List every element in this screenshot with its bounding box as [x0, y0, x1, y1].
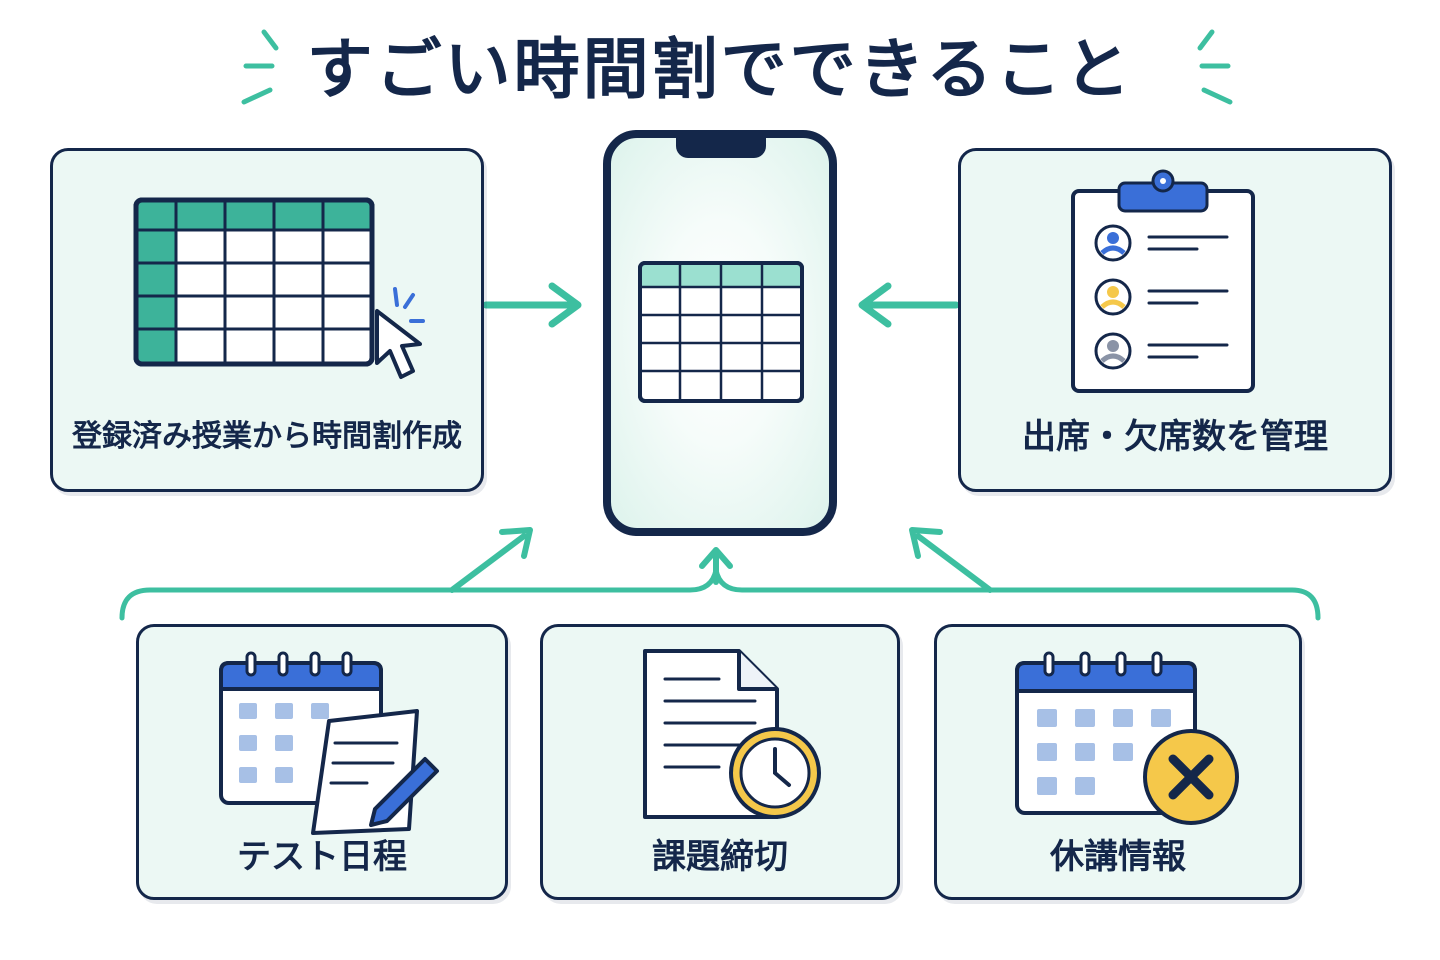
phone-timetable-grid [638, 261, 804, 403]
feature-card-timetable: 登録済み授業から時間割作成 [50, 148, 484, 492]
feature-card-assignments: 課題締切 [540, 624, 900, 900]
feature-card-tests: テスト日程 [136, 624, 508, 900]
feature-label-assignments: 課題締切 [652, 837, 788, 877]
arrow-bottom-right-to-phone [915, 533, 993, 593]
smartphone-icon [603, 130, 837, 536]
feature-label-tests: テスト日程 [237, 837, 407, 877]
spark-right-icon [1197, 29, 1233, 105]
feature-label-timetable: 登録済み授業から時間割作成 [72, 419, 462, 454]
phone-notch [676, 136, 766, 158]
feature-card-cancellations: 休講情報 [934, 624, 1302, 900]
arrow-bottom-left-to-phone [449, 533, 527, 593]
clipboard-attendance-icon [1071, 169, 1255, 393]
document-clock-icon [643, 649, 821, 819]
cursor-click-icon [375, 287, 425, 379]
spark-left-icon [241, 29, 279, 105]
bottom-bracket-line [119, 569, 1321, 621]
calendar-edit-icon [219, 651, 439, 835]
timetable-grid-icon [133, 197, 375, 367]
feature-card-attendance: 出席・欠席数を管理 [958, 148, 1392, 492]
feature-label-cancellations: 休講情報 [1050, 837, 1186, 877]
calendar-cancel-icon [1015, 651, 1239, 825]
page-title: すごい時間割でできること [306, 31, 1134, 108]
feature-label-attendance: 出席・欠席数を管理 [1022, 417, 1328, 457]
